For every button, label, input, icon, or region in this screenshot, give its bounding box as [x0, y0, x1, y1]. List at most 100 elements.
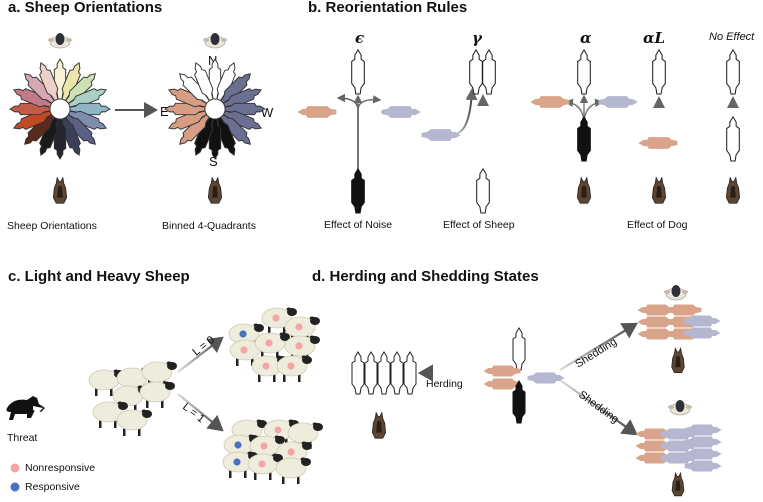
sheep-topdown-icon — [61, 116, 81, 156]
sheep-topdown-icon — [684, 460, 722, 472]
sheep-topdown-icon — [216, 62, 236, 102]
sheep-topdown-icon — [512, 327, 526, 371]
sheep-topdown-icon — [683, 327, 721, 339]
arrow-icon — [177, 336, 224, 373]
sheep-topdown-icon — [726, 48, 740, 95]
sheep-topdown-icon — [476, 167, 490, 214]
sheep-side-icon — [88, 369, 124, 396]
sheep-topdown-icon — [683, 315, 721, 327]
sheep-topdown-icon — [24, 114, 55, 145]
dog-topdown-icon — [52, 176, 68, 204]
sheep-side-icon — [276, 355, 312, 382]
sheep-topdown-icon — [220, 73, 251, 104]
sheep-topdown-icon — [403, 351, 417, 395]
sheep-side-icon — [141, 361, 177, 388]
sheep-topdown-icon — [482, 48, 496, 95]
sheep-topdown-icon — [194, 62, 214, 102]
sheep-topdown-icon — [67, 110, 107, 130]
symbol-no-effect: No Effect — [709, 31, 755, 43]
sheep-topdown-icon — [664, 285, 688, 301]
sheep-topdown-icon — [351, 48, 365, 95]
caption-effect-sheep: Effect of Sheep — [443, 219, 515, 231]
symbol-gamma: γ — [472, 29, 482, 47]
panel-d-title: d. Herding and Shedding States — [312, 268, 539, 285]
dog-topdown-icon — [576, 176, 592, 204]
sheep-topdown-icon — [168, 110, 208, 130]
arrow-icon — [559, 322, 638, 371]
sheep-topdown-icon — [13, 110, 53, 130]
sheep-topdown-icon — [421, 129, 461, 141]
compass-s: S — [209, 154, 218, 169]
legend-responsive-dot — [10, 482, 20, 492]
sheep-topdown-icon — [364, 351, 378, 395]
dog-topdown-icon — [371, 411, 387, 439]
caption-binned-quadrants: Binned 4-Quadrants — [162, 220, 256, 232]
sheep-topdown-icon — [668, 400, 692, 416]
sheep-topdown-icon — [222, 110, 262, 130]
sheep-topdown-icon — [220, 114, 251, 145]
label-shedding-bottom: Shedding — [576, 389, 621, 426]
sheep-side-icon — [261, 307, 297, 334]
sheep-topdown-icon — [598, 96, 638, 108]
sheep-topdown-icon — [390, 351, 404, 395]
sheep-topdown-icon — [39, 62, 59, 102]
sheep-topdown-icon — [577, 48, 591, 95]
sheep-topdown-icon — [222, 88, 262, 108]
sheep-topdown-icon — [351, 167, 365, 214]
compass-e: E — [160, 104, 169, 119]
label-herding: Herding — [426, 378, 463, 390]
sheep-topdown-icon — [39, 116, 59, 156]
caption-effect-dog: Effect of Dog — [627, 219, 688, 231]
arrow-icon — [177, 393, 224, 432]
arrow-icon — [336, 93, 359, 172]
sheep-topdown-icon — [67, 88, 107, 108]
legend-nonresponsive-dot — [10, 463, 20, 473]
sheep-topdown-icon — [216, 116, 236, 156]
panel-b-title: b. Reorientation Rules — [308, 0, 468, 16]
sheep-topdown-icon — [577, 115, 591, 162]
arrow-icon — [559, 379, 638, 436]
sheep-topdown-icon — [179, 73, 210, 104]
sheep-topdown-icon — [65, 114, 96, 145]
sheep-topdown-icon — [61, 62, 81, 102]
sheep-topdown-icon — [660, 452, 698, 464]
sheep-topdown-icon — [65, 73, 96, 104]
sheep-side-icon — [275, 457, 311, 484]
sheep-topdown-icon — [24, 73, 55, 104]
label-l1: L = 1 — [180, 401, 207, 425]
sheep-side-icon — [254, 332, 290, 359]
sheep-topdown-icon — [381, 106, 421, 118]
sheep-topdown-icon — [203, 33, 227, 49]
sheep-topdown-icon — [664, 304, 702, 316]
sheep-side-icon — [139, 381, 175, 408]
symbol-epsilon: ϵ — [355, 29, 365, 47]
sheep-topdown-icon — [297, 106, 337, 118]
legend-nonresponsive-label: Nonresponsive — [25, 462, 96, 474]
arrow-icon — [454, 88, 478, 135]
symbol-alpha-l: αL — [643, 29, 666, 47]
border-collie-icon — [6, 396, 45, 420]
dog-topdown-icon — [725, 176, 741, 204]
sheep-topdown-icon — [351, 351, 365, 395]
sheep-topdown-icon — [377, 351, 391, 395]
label-shedding-top: Shedding — [573, 336, 619, 371]
arrow-icon — [357, 95, 382, 172]
label-l0: L = 0 — [190, 334, 217, 358]
sheep-topdown-icon — [726, 115, 740, 162]
sheep-topdown-icon — [530, 96, 570, 108]
dog-topdown-icon — [207, 176, 223, 204]
panel-c-title: c. Light and Heavy Sheep — [8, 268, 190, 285]
sheep-topdown-icon — [13, 88, 53, 108]
compass-n: N — [208, 53, 218, 68]
sheep-topdown-icon — [638, 137, 678, 149]
sheep-topdown-icon — [512, 380, 526, 424]
legend-responsive-label: Responsive — [25, 481, 80, 493]
sheep-topdown-icon — [660, 428, 698, 440]
sheep-topdown-icon — [194, 116, 214, 156]
caption-sheep-orientations: Sheep Orientations — [7, 220, 97, 232]
symbol-alpha: α — [580, 29, 592, 47]
sheep-side-icon — [116, 409, 152, 436]
dog-topdown-icon — [671, 471, 685, 497]
